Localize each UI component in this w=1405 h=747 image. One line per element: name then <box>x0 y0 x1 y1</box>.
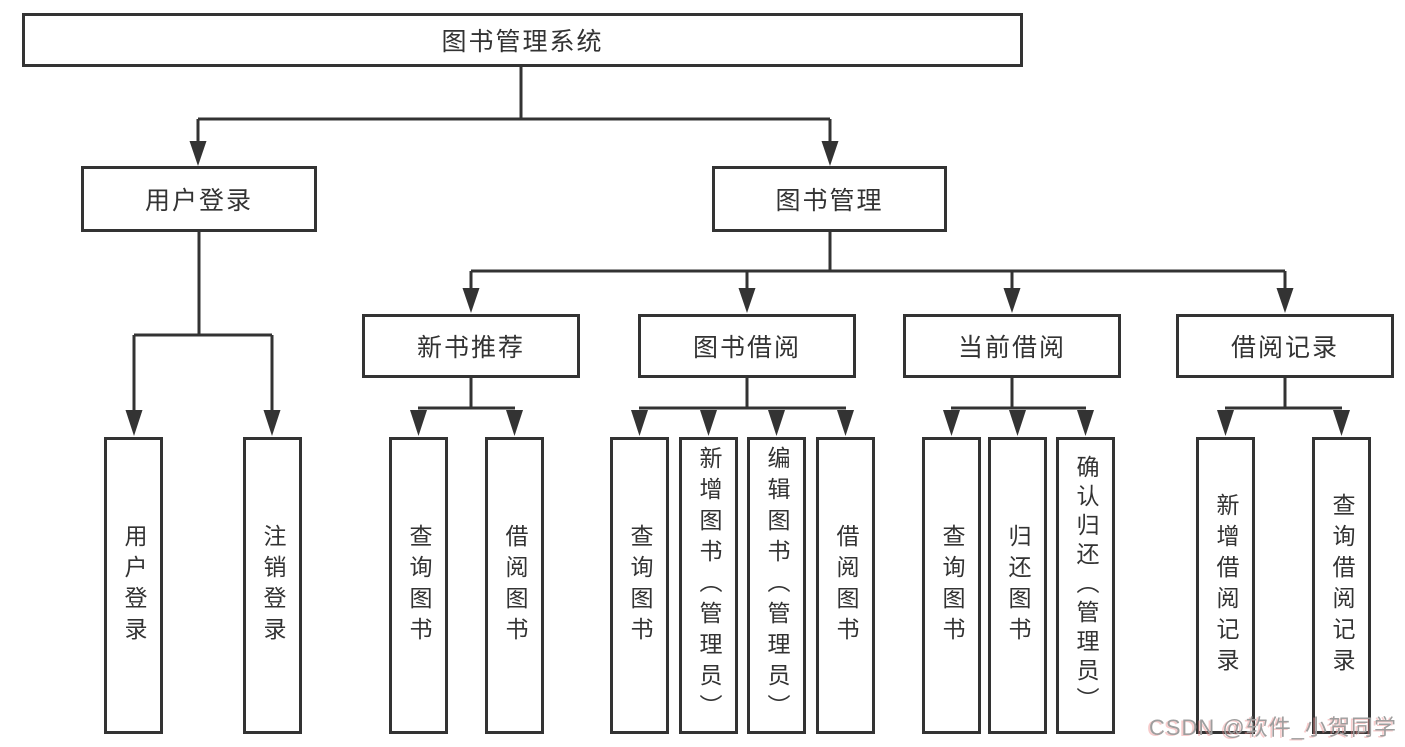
leaf-return-book-label: 归还图书 <box>1005 523 1031 648</box>
connector-currentborrow-to-children <box>943 378 1094 436</box>
csdn-watermark: CSDN @软件_小贺同学 <box>1148 715 1397 740</box>
node-book-borrowing: 图书借阅 <box>638 314 856 378</box>
leaf-borrow-book-recommend: 借阅图书 <box>485 437 544 734</box>
leaf-add-borrow-record: 新增借阅记录 <box>1196 437 1255 734</box>
leaf-confirm-return-admin: 确认归还（管理员） <box>1056 437 1115 734</box>
node-book-borrowing-label: 图书借阅 <box>692 334 801 362</box>
connector-root-to-level2 <box>189 67 839 166</box>
connector-newbookrec-to-children <box>410 378 523 436</box>
leaf-edit-book-admin: 编辑图书（管理员） <box>747 437 806 734</box>
connector-bookmgmt-to-level3 <box>462 232 1294 313</box>
node-user-login-label: 用户登录 <box>144 187 253 215</box>
connector-userlogin-to-children <box>125 232 281 436</box>
leaf-add-borrow-record-label: 新增借阅记录 <box>1213 492 1239 679</box>
node-borrowing-record-label: 借阅记录 <box>1230 334 1339 362</box>
leaf-confirm-return-admin-label: 确认归还（管理员） <box>1073 455 1099 716</box>
leaf-query-book-borrowing-label: 查询图书 <box>627 523 653 648</box>
node-book-management-label: 图书管理 <box>775 187 884 215</box>
leaf-query-book-borrowing: 查询图书 <box>610 437 669 734</box>
leaf-query-book-recommend-label: 查询图书 <box>406 523 432 648</box>
leaf-query-borrow-record-label: 查询借阅记录 <box>1329 492 1355 679</box>
node-borrowing-record: 借阅记录 <box>1176 314 1394 378</box>
leaf-borrow-book-recommend-label: 借阅图书 <box>502 523 528 648</box>
leaf-borrow-book-label: 借阅图书 <box>833 523 859 648</box>
leaf-query-book-current: 查询图书 <box>922 437 981 734</box>
leaf-user-login-label: 用户登录 <box>121 523 147 648</box>
node-new-book-recommend-label: 新书推荐 <box>416 334 525 362</box>
leaf-borrow-book: 借阅图书 <box>816 437 875 734</box>
connector-borrowrecord-to-children <box>1217 378 1350 436</box>
node-system: 图书管理系统 <box>22 13 1023 67</box>
node-current-borrowing: 当前借阅 <box>903 314 1121 378</box>
leaf-add-book-admin-label: 新增图书（管理员） <box>696 446 722 725</box>
node-current-borrowing-label: 当前借阅 <box>957 334 1066 362</box>
node-new-book-recommend: 新书推荐 <box>362 314 580 378</box>
node-system-label: 图书管理系统 <box>441 28 604 56</box>
leaf-logout-label: 注销登录 <box>260 523 286 648</box>
leaf-query-borrow-record: 查询借阅记录 <box>1312 437 1371 734</box>
leaf-return-book: 归还图书 <box>988 437 1047 734</box>
node-book-management: 图书管理 <box>712 166 947 232</box>
leaf-edit-book-admin-label: 编辑图书（管理员） <box>764 446 790 725</box>
leaf-query-book-current-label: 查询图书 <box>939 523 965 648</box>
leaf-user-login: 用户登录 <box>104 437 163 734</box>
connector-bookborrow-to-children <box>631 378 854 436</box>
leaf-query-book-recommend: 查询图书 <box>389 437 448 734</box>
node-user-login: 用户登录 <box>81 166 317 232</box>
leaf-logout: 注销登录 <box>243 437 302 734</box>
leaf-add-book-admin: 新增图书（管理员） <box>679 437 738 734</box>
